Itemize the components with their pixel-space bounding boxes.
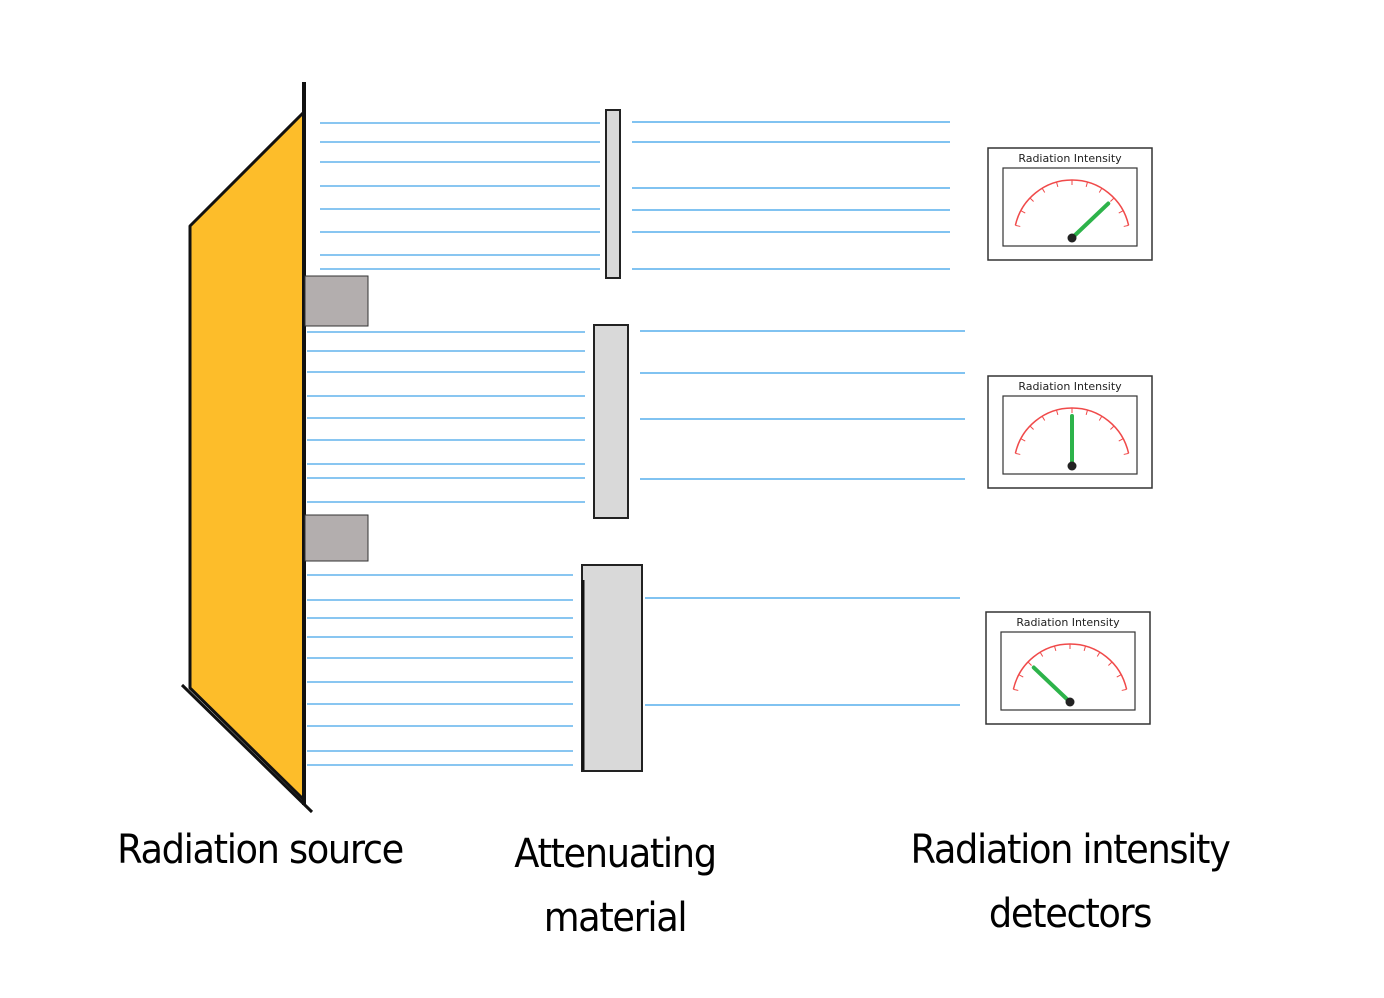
collimator-lower [304, 514, 369, 562]
gauge-tick [1018, 674, 1024, 678]
detector-gauge: Radiation Intensity [985, 611, 1151, 725]
gauge-tick [1108, 661, 1113, 666]
gauge-tick [1020, 438, 1026, 442]
attenuator-thin [605, 109, 621, 279]
label-detect-line2: detectors [988, 891, 1153, 937]
gauge-tick [1096, 652, 1101, 657]
gauge-hub [1065, 697, 1075, 707]
detector-gauge: Radiation Intensity [987, 375, 1153, 489]
gauge-tick [1027, 661, 1032, 666]
label-detectors: Radiation intensity detectors [868, 818, 1273, 946]
detector-title: Radiation Intensity [1018, 380, 1122, 393]
gauge-tick [1083, 645, 1086, 652]
attenuator-thick [581, 564, 643, 772]
source-bottom-edge [180, 683, 314, 814]
gauge-tick [1121, 688, 1127, 691]
label-attenuating-material: Attenuating material [463, 822, 767, 950]
gauge-tick [1029, 425, 1034, 430]
gauge-tick [1110, 425, 1115, 430]
gauge-tick [1118, 438, 1124, 442]
gauge-tick [1123, 224, 1129, 227]
detector-screen [1002, 167, 1138, 247]
gauge-hub [1067, 233, 1077, 243]
gauge-tick [1085, 409, 1088, 416]
attenuator-medium [593, 324, 629, 519]
label-detect-line1: Radiation intensity [910, 827, 1231, 873]
gauge-tick [1015, 452, 1021, 455]
gauge-hub [1067, 461, 1077, 471]
gauge-tick [1123, 452, 1129, 455]
gauge-tick [1041, 188, 1046, 193]
gauge-tick [1098, 188, 1103, 193]
gauge-needle [1031, 665, 1072, 704]
detector-gauge: Radiation Intensity [987, 147, 1153, 261]
detector-title: Radiation Intensity [1016, 616, 1120, 629]
radiation-beams [307, 121, 965, 766]
collimator-upper [304, 275, 369, 327]
gauge-tick [1020, 210, 1026, 214]
label-radiation-source: Radiation source [76, 818, 444, 882]
gauge-tick [1110, 197, 1115, 202]
gauge-tick [1015, 224, 1021, 227]
gauge-tick [1056, 181, 1059, 188]
detector-screen [1000, 631, 1136, 711]
gauge-tick [1039, 652, 1044, 657]
gauge-tick [1098, 416, 1103, 421]
gauge-tick [1029, 197, 1034, 202]
gauge-tick [1041, 416, 1046, 421]
gauge-tick [1085, 181, 1088, 188]
label-atten-line2: material [543, 895, 688, 941]
gauge-tick [1056, 409, 1059, 416]
gauge-tick [1054, 645, 1057, 652]
gauge-tick [1116, 674, 1122, 678]
detector-title: Radiation Intensity [1018, 152, 1122, 165]
label-atten-line1: Attenuating [514, 831, 717, 877]
gauge-tick [1013, 688, 1019, 691]
gauge-needle [1070, 201, 1111, 240]
gauge-tick [1118, 210, 1124, 214]
label-source-text: Radiation source [117, 827, 404, 873]
radiation-source [188, 110, 306, 802]
